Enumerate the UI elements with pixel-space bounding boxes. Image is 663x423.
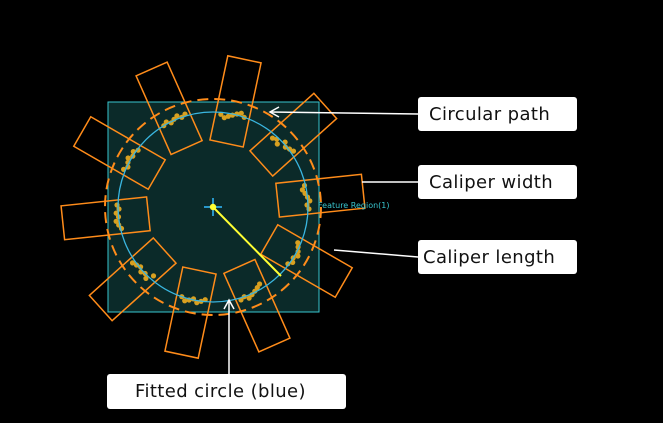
caliper-box[interactable] <box>60 196 151 241</box>
caliper-box[interactable] <box>164 266 217 360</box>
edge-point <box>125 155 131 161</box>
edge-point <box>295 240 301 246</box>
caliper-box[interactable] <box>209 54 262 148</box>
edge-point <box>150 273 157 279</box>
caliper-group <box>60 54 366 360</box>
pointer-lines <box>223 106 419 374</box>
caliper-box[interactable] <box>222 258 291 353</box>
edge-point <box>295 253 301 259</box>
feature-region-label: Feature Region(1) <box>318 201 390 210</box>
edge-point <box>269 135 276 141</box>
callout-fitted-circle: Fitted circle (blue) <box>107 374 346 409</box>
caliper-box[interactable] <box>259 223 354 299</box>
center-marker <box>204 198 222 216</box>
caliper-box[interactable] <box>72 115 167 191</box>
edge-point <box>225 113 231 119</box>
circular-path <box>104 98 322 316</box>
edge-point <box>114 202 120 208</box>
radius-line <box>212 206 282 277</box>
callout-circular-path: Circular path <box>418 97 577 131</box>
caliper-box[interactable] <box>135 61 204 156</box>
edge-point <box>274 141 280 147</box>
edge-point <box>129 260 136 266</box>
edge-point <box>221 115 227 121</box>
edge-point <box>246 295 252 301</box>
caliper-box[interactable] <box>88 236 178 322</box>
edge-point <box>290 148 297 154</box>
edge-point <box>286 146 293 152</box>
edge-point <box>133 262 140 268</box>
edge-point <box>282 144 288 150</box>
caliper-box[interactable] <box>275 173 366 218</box>
edge-point <box>138 264 144 270</box>
callout-caliper-length: Caliper length <box>418 240 577 274</box>
edge-point <box>174 113 180 119</box>
edge-point <box>238 110 244 116</box>
edge-point <box>306 206 312 212</box>
callout-caliper-width: Caliper width <box>418 165 577 199</box>
edge-point <box>113 218 119 224</box>
edge-point <box>182 298 188 304</box>
edge-point <box>285 261 291 267</box>
edge-point <box>135 147 141 153</box>
fitted-circle <box>117 111 309 303</box>
caliper-box[interactable] <box>248 92 338 178</box>
edge-point <box>143 275 149 281</box>
